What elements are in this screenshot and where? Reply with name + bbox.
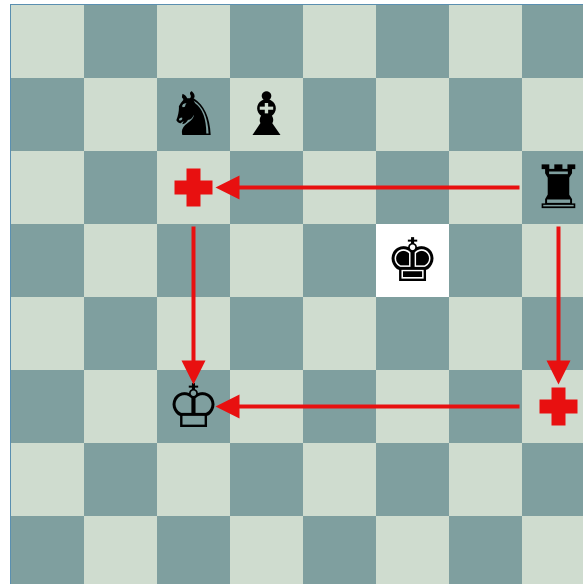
square-h7[interactable] — [522, 78, 583, 151]
square-e3[interactable] — [303, 370, 376, 443]
square-a6[interactable] — [11, 151, 84, 224]
square-c6[interactable] — [157, 151, 230, 224]
square-g2[interactable] — [449, 443, 522, 516]
square-a4[interactable] — [11, 297, 84, 370]
square-g3[interactable] — [449, 370, 522, 443]
square-f6[interactable] — [376, 151, 449, 224]
square-d4[interactable] — [230, 297, 303, 370]
square-a2[interactable] — [11, 443, 84, 516]
square-f2[interactable] — [376, 443, 449, 516]
square-b5[interactable] — [84, 224, 157, 297]
square-b7[interactable] — [84, 78, 157, 151]
square-c5[interactable] — [157, 224, 230, 297]
square-h5[interactable] — [522, 224, 583, 297]
square-a1[interactable] — [11, 516, 84, 584]
square-d5[interactable] — [230, 224, 303, 297]
square-c4[interactable] — [157, 297, 230, 370]
black-knight-piece[interactable]: ♞ — [157, 78, 230, 151]
square-d6[interactable] — [230, 151, 303, 224]
square-d8[interactable] — [230, 5, 303, 78]
square-e8[interactable] — [303, 5, 376, 78]
square-b4[interactable] — [84, 297, 157, 370]
square-f8[interactable] — [376, 5, 449, 78]
square-c2[interactable] — [157, 443, 230, 516]
square-h4[interactable] — [522, 297, 583, 370]
square-e1[interactable] — [303, 516, 376, 584]
square-e4[interactable] — [303, 297, 376, 370]
square-g1[interactable] — [449, 516, 522, 584]
square-a3[interactable] — [11, 370, 84, 443]
square-e2[interactable] — [303, 443, 376, 516]
square-f7[interactable] — [376, 78, 449, 151]
black-king-piece[interactable]: ♚ — [376, 224, 449, 297]
square-d2[interactable] — [230, 443, 303, 516]
square-g7[interactable] — [449, 78, 522, 151]
square-a8[interactable] — [11, 5, 84, 78]
square-h8[interactable] — [522, 5, 583, 78]
square-a5[interactable] — [11, 224, 84, 297]
white-king-piece[interactable]: ♔ — [157, 370, 230, 443]
square-b6[interactable] — [84, 151, 157, 224]
square-h2[interactable] — [522, 443, 583, 516]
square-e7[interactable] — [303, 78, 376, 151]
square-b2[interactable] — [84, 443, 157, 516]
square-f1[interactable] — [376, 516, 449, 584]
square-g5[interactable] — [449, 224, 522, 297]
square-h1[interactable] — [522, 516, 583, 584]
square-b3[interactable] — [84, 370, 157, 443]
square-h3[interactable] — [522, 370, 583, 443]
square-g6[interactable] — [449, 151, 522, 224]
square-g4[interactable] — [449, 297, 522, 370]
board-viewport: ♞♝ ♜ ♚ ♔ — [10, 4, 583, 584]
square-f3[interactable] — [376, 370, 449, 443]
square-c1[interactable] — [157, 516, 230, 584]
chess-board: ♞♝ ♜ ♚ ♔ — [11, 5, 583, 584]
square-f4[interactable] — [376, 297, 449, 370]
square-b1[interactable] — [84, 516, 157, 584]
square-d3[interactable] — [230, 370, 303, 443]
black-rook-piece[interactable]: ♜ — [522, 151, 583, 224]
square-e5[interactable] — [303, 224, 376, 297]
square-d1[interactable] — [230, 516, 303, 584]
square-g8[interactable] — [449, 5, 522, 78]
square-b8[interactable] — [84, 5, 157, 78]
square-e6[interactable] — [303, 151, 376, 224]
square-a7[interactable] — [11, 78, 84, 151]
square-c8[interactable] — [157, 5, 230, 78]
black-bishop-piece[interactable]: ♝ — [230, 78, 303, 151]
